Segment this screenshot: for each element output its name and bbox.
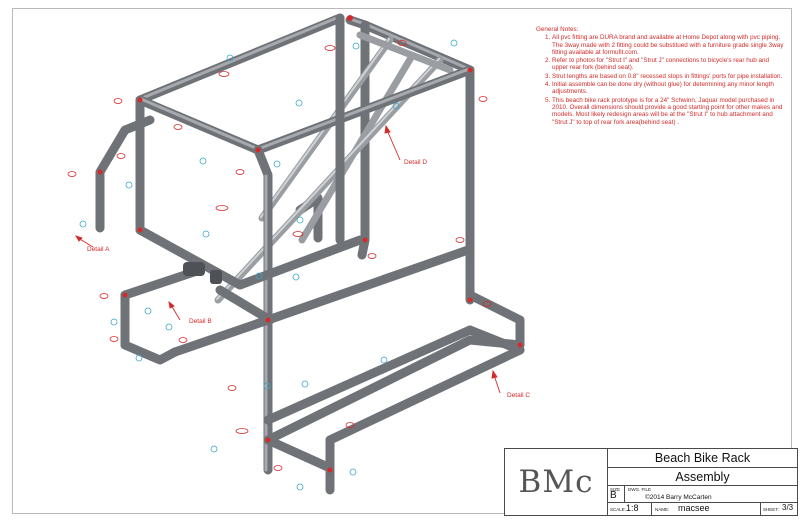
- sheet-value: 3/3: [782, 503, 794, 512]
- general-notes-heading: General Notes:: [536, 26, 579, 33]
- sheet-label: SHEET:: [763, 507, 779, 512]
- note-item: This beach bike rack prototype is for a …: [552, 97, 784, 126]
- copyright-text: ©2014 Barry McCarten: [645, 494, 712, 501]
- name-label: NAME:: [655, 507, 670, 512]
- part-tags-red: [67, 40, 492, 471]
- name-cell: NAME: macsee: [652, 503, 761, 515]
- detail-d-label: Detail D: [404, 159, 428, 166]
- company-logo: BMc: [505, 449, 608, 515]
- drawing-subtitle: Assembly: [608, 468, 797, 486]
- detail-c-label: Detail C: [507, 392, 531, 399]
- rack-struts: [214, 31, 454, 304]
- drawing-title: Beach Bike Rack: [608, 449, 797, 468]
- scale-label: SCALE:: [610, 507, 627, 512]
- note-item: Strut lengths are based on 0.8" recessed…: [552, 73, 784, 80]
- scale-cell: SCALE: 1:8: [608, 503, 652, 515]
- detail-leaders: [74, 124, 501, 394]
- size-label: SIZE: [610, 487, 621, 492]
- note-item: All pvc fitting are DURA brand and avail…: [552, 34, 784, 56]
- fitting-marks: [97, 15, 523, 473]
- scale-value: 1:8: [626, 503, 639, 513]
- sheet-cell: SHEET: 3/3: [761, 503, 797, 515]
- dwg-file-cell: DWG. FILE: [625, 486, 797, 503]
- title-block: BMc Beach Bike Rack Assembly SIZE B DWG.…: [504, 448, 798, 516]
- part-callouts-cyan: [79, 39, 458, 491]
- drawing-border: [12, 8, 792, 514]
- general-notes: General Notes: All pvc fitting are DURA …: [536, 26, 784, 127]
- note-item: Initial assemble can be done dry (withou…: [552, 81, 784, 96]
- general-notes-list: All pvc fitting are DURA brand and avail…: [536, 34, 784, 126]
- size-cell: SIZE B: [608, 486, 625, 503]
- rack-frame-front: [95, 13, 525, 495]
- detail-a-label: Detail A: [87, 246, 110, 253]
- dwg-file-label: DWG. FILE: [628, 487, 652, 492]
- note-item: Refer to photos for "Strut I" and "Strut…: [552, 57, 784, 72]
- size-value: B: [610, 490, 617, 501]
- detail-b-label: Detail B: [189, 318, 212, 325]
- name-value: macsee: [678, 503, 710, 513]
